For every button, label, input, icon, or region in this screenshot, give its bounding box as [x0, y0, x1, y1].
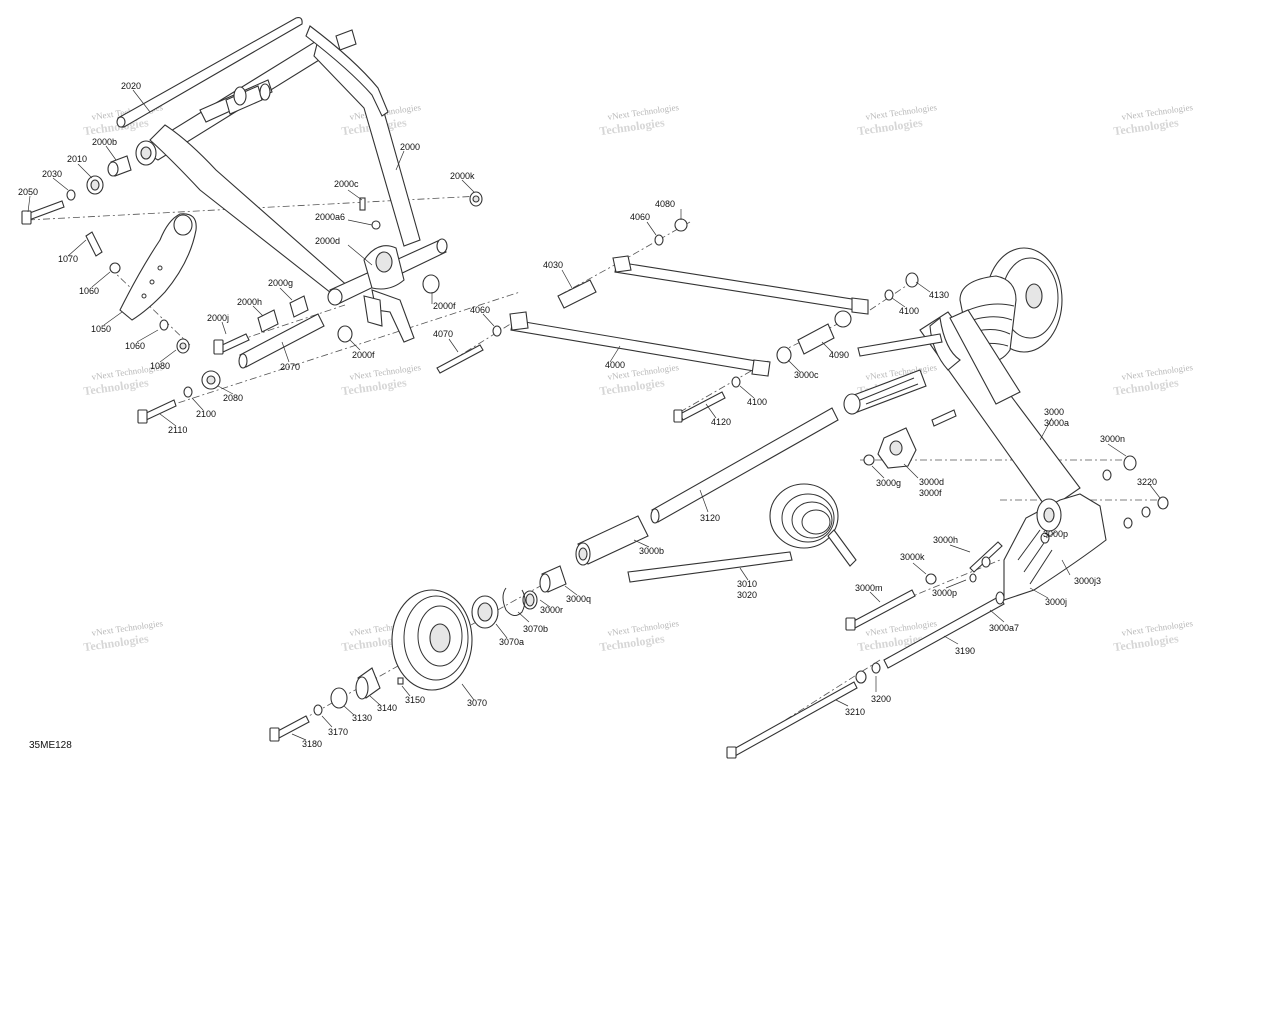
label-4100-b: 4100	[747, 397, 767, 407]
label-3000j3: 3000j3	[1074, 576, 1101, 586]
watermark: vNext Technologies Technologies	[83, 618, 164, 654]
lower-wheel-assembly	[269, 589, 473, 742]
label-2100: 2100	[196, 409, 216, 419]
label-2050: 2050	[18, 187, 38, 197]
label-2000f-b: 2000f	[352, 350, 375, 360]
label-4090: 4090	[829, 350, 849, 360]
watermark: vNext Technologies Technologies	[599, 618, 680, 654]
label-4130: 4130	[929, 290, 949, 300]
watermark: vNext Technologies Technologies	[1113, 618, 1194, 654]
label-2000k: 2000k	[450, 171, 475, 181]
label-2000: 2000	[400, 142, 420, 152]
watermark: vNext Technologies Technologies	[1113, 362, 1194, 398]
label-2110: 2110	[168, 425, 187, 435]
label-3210: 3210	[845, 707, 865, 717]
label-3150: 3150	[405, 695, 425, 705]
leader-lines	[27, 89, 1161, 741]
watermark: vNext Technologies Technologies	[599, 102, 680, 138]
label-3000g: 3000g	[876, 478, 901, 488]
label-2020: 2020	[121, 81, 141, 91]
label-3010: 3010	[737, 579, 757, 589]
label-1070: 1070	[58, 254, 78, 264]
label-4030: 4030	[543, 260, 563, 270]
label-3000f: 3000f	[919, 488, 942, 498]
label-3000b: 3000b	[639, 546, 664, 556]
label-3000m: 3000m	[855, 583, 883, 593]
label-3130: 3130	[352, 713, 372, 723]
rear-arm-assembly	[726, 247, 1169, 759]
label-1080: 1080	[150, 361, 170, 371]
watermark: vNext Technologies Technologies	[341, 362, 422, 398]
label-3200: 3200	[871, 694, 891, 704]
label-2000g: 2000g	[268, 278, 293, 288]
label-4080: 4080	[655, 199, 675, 209]
label-3020: 3020	[737, 590, 757, 600]
label-3000k: 3000k	[900, 552, 925, 562]
label-3000a: 3000a	[1044, 418, 1069, 428]
label-3000h: 3000h	[933, 535, 958, 545]
label-4070: 4070	[433, 329, 453, 339]
label-2000h: 2000h	[237, 297, 262, 307]
label-4060-a: 4060	[630, 212, 650, 222]
part-labels: 2020 2000b 2010 2030 2050 2000 2000c 200…	[18, 81, 1157, 749]
watermark: vNext Technologies Technologies	[1113, 102, 1194, 138]
label-2000f-a: 2000f	[433, 301, 456, 311]
label-2010: 2010	[67, 154, 87, 164]
label-3000p-b: 3000p	[932, 588, 957, 598]
label-3070: 3070	[467, 698, 487, 708]
label-3000d: 3000d	[919, 477, 944, 487]
upper-arm-assembly	[21, 17, 483, 424]
label-3070b: 3070b	[523, 624, 548, 634]
label-2030: 2030	[42, 169, 62, 179]
label-2000c: 2000c	[334, 179, 359, 189]
label-4120: 4120	[711, 417, 731, 427]
label-1050: 1050	[91, 324, 111, 334]
label-3170: 3170	[328, 727, 348, 737]
label-2000a6: 2000a6	[315, 212, 345, 222]
label-3000q: 3000q	[566, 594, 591, 604]
label-3000p-a: 3000p	[1043, 529, 1068, 539]
label-2000b: 2000b	[92, 137, 117, 147]
label-2070: 2070	[280, 362, 300, 372]
label-3000a7: 3000a7	[989, 623, 1019, 633]
label-3120: 3120	[700, 513, 720, 523]
label-3000j: 3000j	[1045, 597, 1067, 607]
figure-id: 35ME128	[29, 740, 72, 751]
cross-shaft-and-spring	[471, 407, 857, 629]
label-3220: 3220	[1137, 477, 1157, 487]
label-1060-a: 1060	[79, 286, 99, 296]
label-4060-b: 4060	[470, 305, 490, 315]
label-2080: 2080	[223, 393, 243, 403]
label-3000c: 3000c	[794, 370, 819, 380]
label-3190: 3190	[955, 646, 975, 656]
label-3070a: 3070a	[499, 637, 524, 647]
link-rod-assembly	[436, 218, 919, 423]
watermark: vNext Technologies Technologies	[857, 102, 938, 138]
label-3180: 3180	[302, 739, 322, 749]
label-2000d: 2000d	[315, 236, 340, 246]
front-bracket-assembly	[85, 213, 197, 354]
label-3000n: 3000n	[1100, 434, 1125, 444]
label-3000: 3000	[1044, 407, 1064, 417]
label-3000r: 3000r	[540, 605, 563, 615]
label-3140: 3140	[377, 703, 397, 713]
label-4000: 4000	[605, 360, 625, 370]
label-1060-b: 1060	[125, 341, 145, 351]
label-2000j: 2000j	[207, 313, 229, 323]
label-4100-a: 4100	[899, 306, 919, 316]
